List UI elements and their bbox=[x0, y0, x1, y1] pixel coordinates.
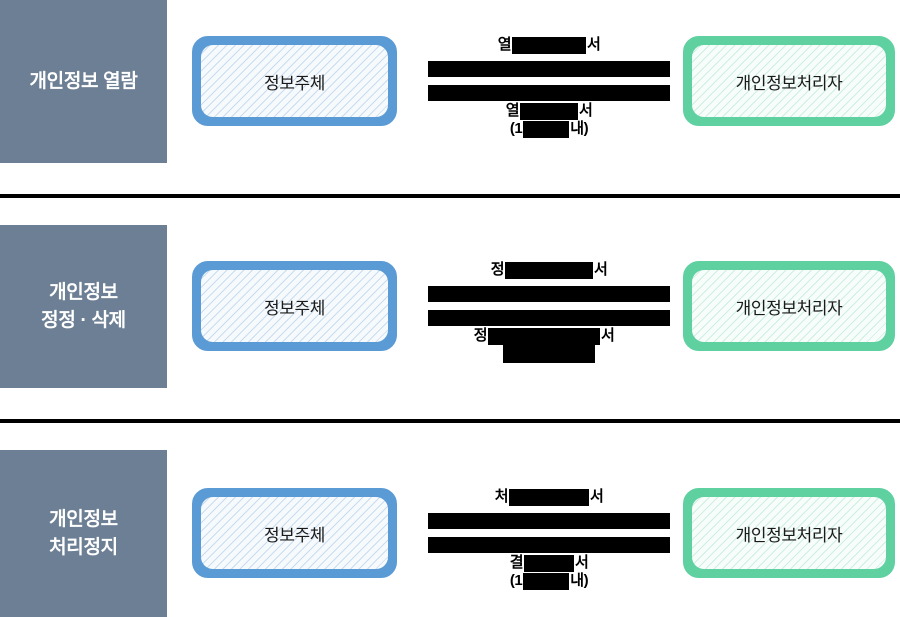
arrow-bar-response-processing-stop bbox=[428, 537, 670, 553]
actor-label-data-subject-correct-delete: 정보주체 bbox=[264, 298, 325, 318]
redaction-block bbox=[512, 36, 586, 54]
flow-response-note-processing-stop: (1 내) bbox=[469, 572, 629, 590]
redaction-block bbox=[523, 572, 570, 590]
redaction-block bbox=[524, 554, 574, 572]
actor-label-controller-processing-stop: 개인정보처리자 bbox=[735, 525, 843, 545]
flow-response-suffix-correct-delete: 서 bbox=[601, 327, 615, 344]
flow-request-suffix-correct-delete: 서 bbox=[594, 261, 608, 278]
category-label-access: 개인정보 열람 bbox=[29, 70, 138, 92]
flow-response-suffix-access: 서 bbox=[579, 102, 593, 119]
flow-request-suffix-processing-stop: 서 bbox=[590, 488, 604, 505]
actor-controller-processing-stop: 개인정보처리자 bbox=[683, 488, 895, 578]
category-panel-access: 개인정보 열람 bbox=[0, 0, 167, 163]
actor-label-controller-correct-delete: 개인정보처리자 bbox=[735, 298, 843, 318]
actor-label-data-subject-access: 정보주체 bbox=[264, 73, 325, 93]
flow-response-note-prefix-access: (1 bbox=[509, 120, 523, 137]
actor-label-controller-access: 개인정보처리자 bbox=[735, 73, 843, 93]
hatch-fill-controller-access bbox=[692, 45, 886, 117]
category-panel-correct-delete: 개인정보 정정 · 삭제 bbox=[0, 225, 167, 388]
actor-data-subject-processing-stop: 정보주체 bbox=[192, 488, 397, 578]
category-label-processing-stop: 개인정보 처리정지 bbox=[49, 508, 118, 558]
arrow-bar-request-correct-delete bbox=[428, 286, 670, 302]
arrow-bar-request-processing-stop bbox=[428, 513, 670, 529]
flow-request-prefix-processing-stop: 처 bbox=[494, 488, 509, 505]
flow-response-prefix-correct-delete: 정 bbox=[473, 327, 488, 344]
flow-response-note-prefix-processing-stop: (1 bbox=[509, 572, 523, 589]
hatch-fill-controller-processing-stop bbox=[692, 497, 886, 569]
actor-data-subject-access: 정보주체 bbox=[192, 36, 397, 126]
row-divider-2 bbox=[0, 419, 900, 423]
flow-response-suffix-processing-stop: 서 bbox=[575, 554, 589, 571]
actor-data-subject-correct-delete: 정보주체 bbox=[192, 261, 397, 351]
flow-request-prefix-access: 열 bbox=[497, 36, 512, 53]
flow-request-suffix-access: 서 bbox=[587, 36, 601, 53]
flow-response-note-access: (1 내) bbox=[469, 120, 629, 138]
category-panel-processing-stop: 개인정보 처리정지 bbox=[0, 450, 167, 617]
flow-response-note-correct-delete bbox=[469, 345, 629, 364]
flow-request-prefix-correct-delete: 정 bbox=[490, 261, 505, 278]
redaction-block bbox=[488, 327, 600, 345]
actor-controller-correct-delete: 개인정보처리자 bbox=[683, 261, 895, 351]
arrow-bar-request-access bbox=[428, 61, 670, 77]
flow-response-prefix-processing-stop: 결 bbox=[509, 554, 524, 571]
redaction-block bbox=[520, 102, 578, 120]
redaction-block bbox=[509, 488, 589, 506]
category-label-correct-delete: 개인정보 정정 · 삭제 bbox=[41, 281, 126, 331]
actor-controller-access: 개인정보처리자 bbox=[683, 36, 895, 126]
arrow-bar-response-correct-delete bbox=[428, 310, 670, 326]
actor-label-data-subject-processing-stop: 정보주체 bbox=[264, 525, 325, 545]
arrow-bar-response-access bbox=[428, 85, 670, 101]
flow-response-note-suffix-access: 내) bbox=[570, 120, 589, 137]
hatch-fill-subject-correct-delete bbox=[201, 270, 388, 342]
hatch-fill-controller-correct-delete bbox=[692, 270, 886, 342]
flow-response-prefix-access: 열 bbox=[505, 102, 520, 119]
flow-response-note-suffix-processing-stop: 내) bbox=[570, 572, 589, 589]
row-divider-1 bbox=[0, 194, 900, 198]
redaction-block bbox=[523, 120, 570, 138]
hatch-fill-subject-processing-stop bbox=[201, 497, 388, 569]
hatch-fill-subject-access bbox=[201, 45, 388, 117]
redaction-block bbox=[503, 345, 595, 364]
redaction-block bbox=[505, 261, 593, 279]
